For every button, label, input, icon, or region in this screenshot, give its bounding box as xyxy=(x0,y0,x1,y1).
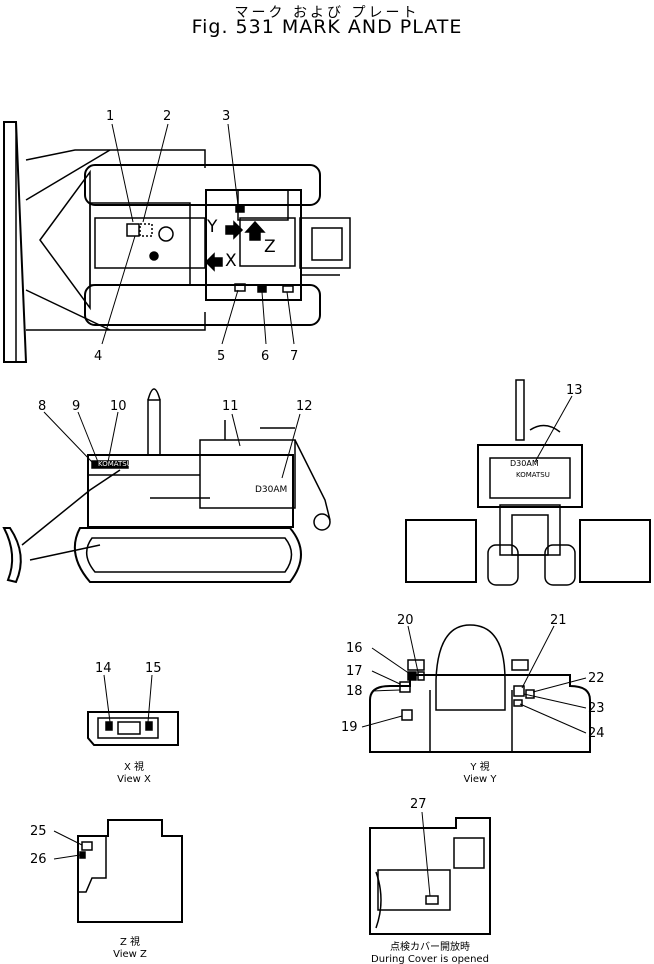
top-view-dozer xyxy=(3,121,351,363)
marker-z: Z xyxy=(264,237,276,257)
figure-title: Fig. 531 MARK AND PLATE xyxy=(191,16,463,38)
side-view-callouts: 8 9 10 11 12 xyxy=(38,399,313,414)
view-z-caption: View Z xyxy=(113,949,147,960)
callout-19: 19 xyxy=(341,720,358,735)
view-y-panel xyxy=(369,624,591,753)
rear-view-decals: D30AM KOMATSU xyxy=(510,459,550,479)
callout-27: 27 xyxy=(410,797,427,812)
side-view-dozer xyxy=(2,388,331,584)
callout-12: 12 xyxy=(296,399,313,414)
side-view-decals: KOMATSU D30AM xyxy=(98,460,287,495)
top-view-leaders xyxy=(101,123,295,345)
cover-open-panel xyxy=(369,811,491,935)
callout-22: 22 xyxy=(588,671,605,686)
view-z-panel xyxy=(53,819,183,923)
callout-9: 9 xyxy=(72,399,80,414)
top-view-callouts: 1 2 3 4 5 6 7 xyxy=(94,109,298,364)
side-decal-model: D30AM xyxy=(255,485,287,495)
callout-4: 4 xyxy=(94,349,102,364)
callout-14: 14 xyxy=(95,661,112,676)
cover-caption: During Cover is opened xyxy=(371,954,489,964)
marker-y: Y xyxy=(206,217,218,237)
callout-11: 11 xyxy=(222,399,239,414)
callout-5: 5 xyxy=(217,349,225,364)
view-y-leaders xyxy=(361,625,587,734)
callout-17: 17 xyxy=(346,664,363,679)
callout-6: 6 xyxy=(261,349,269,364)
marker-x: X xyxy=(225,251,237,271)
rear-decal-brand: KOMATSU xyxy=(516,471,550,479)
callout-21: 21 xyxy=(550,613,567,628)
callout-1: 1 xyxy=(106,109,114,124)
callout-13: 13 xyxy=(566,383,583,398)
view-x-panel xyxy=(87,674,179,746)
callout-10: 10 xyxy=(110,399,127,414)
rear-decal-model: D30AM xyxy=(510,459,539,468)
leader-13 xyxy=(534,395,573,463)
side-view-leaders xyxy=(43,411,301,479)
view-y-labels: 16 17 18 19 20 21 22 23 24 xyxy=(341,613,605,741)
top-view-markers: Y X Z xyxy=(206,217,276,271)
callout-8: 8 xyxy=(38,399,46,414)
view-z-caption-jp: Z 視 xyxy=(120,935,140,948)
cover-caption-jp: 点検カバー開放時 xyxy=(390,940,470,953)
cover-open-labels: 27 点検カバー開放時 During Cover is opened xyxy=(371,797,489,964)
view-z-labels: 25 26 Z 視 View Z xyxy=(30,824,147,960)
figure-title-japanese: マーク および プレート xyxy=(234,5,420,21)
callout-15: 15 xyxy=(145,661,162,676)
callout-16: 16 xyxy=(346,641,363,656)
view-y-caption: View Y xyxy=(463,774,497,785)
rear-view-dozer xyxy=(405,379,651,586)
view-y-caption-jp: Y 視 xyxy=(469,760,489,773)
callout-20: 20 xyxy=(397,613,414,628)
view-x-caption: View X xyxy=(117,774,151,785)
callout-2: 2 xyxy=(163,109,171,124)
callout-18: 18 xyxy=(346,684,363,699)
view-x-caption-jp: X 視 xyxy=(124,760,144,773)
callout-3: 3 xyxy=(222,109,230,124)
callout-24: 24 xyxy=(588,726,605,741)
callout-25: 25 xyxy=(30,824,47,839)
callout-7: 7 xyxy=(290,349,298,364)
view-x-labels: 14 15 X 視 View X xyxy=(95,661,162,785)
callout-23: 23 xyxy=(588,701,605,716)
side-decal-brand: KOMATSU xyxy=(98,460,132,468)
callout-26: 26 xyxy=(30,852,47,867)
